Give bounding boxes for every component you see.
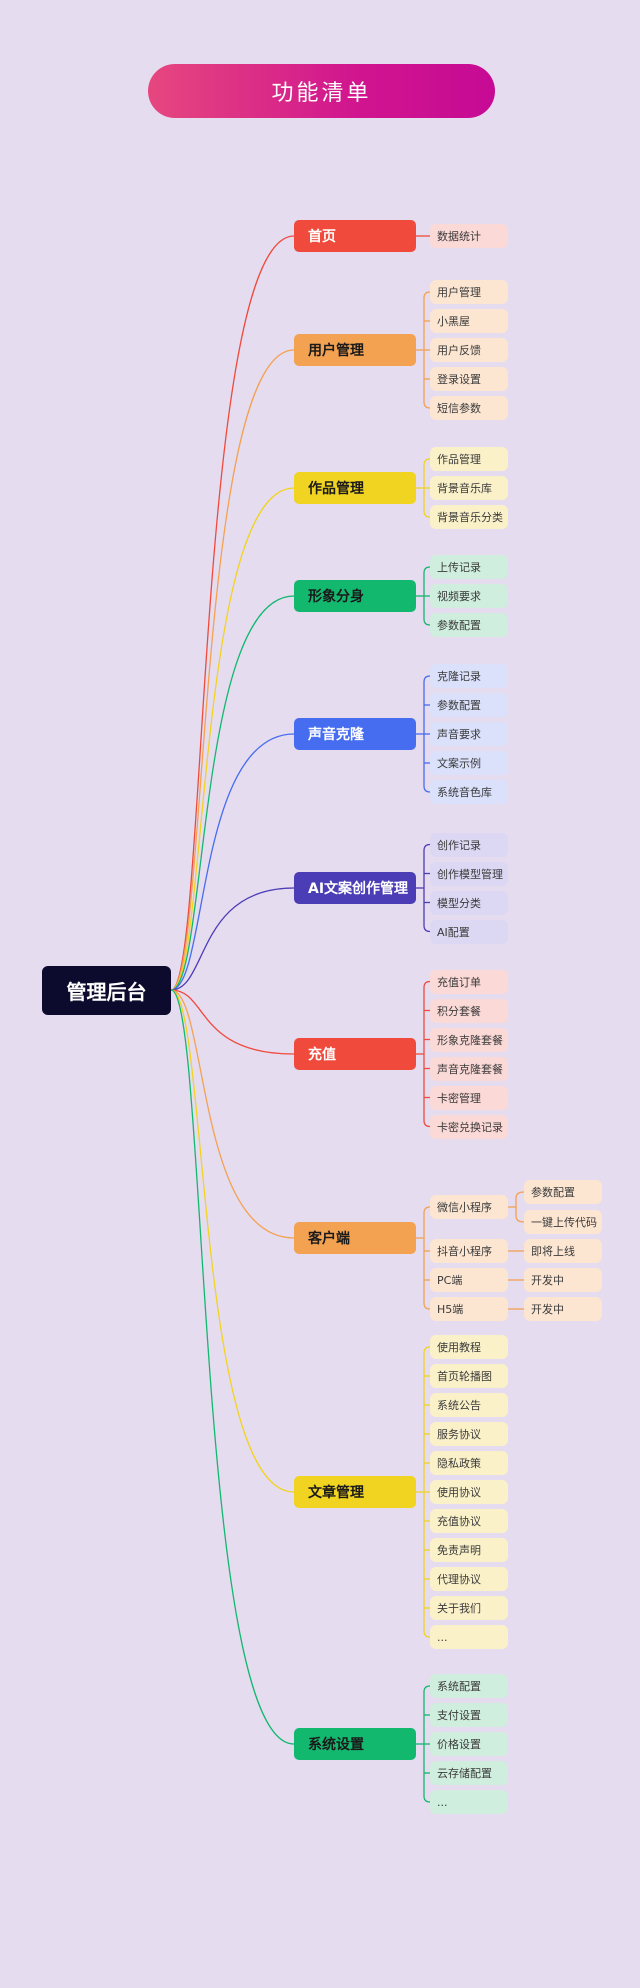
leaf-node: 使用协议 bbox=[430, 1480, 508, 1504]
child-node: 一键上传代码 bbox=[524, 1210, 602, 1234]
child-node: 开发中 bbox=[524, 1297, 602, 1321]
leaf-node: 免责声明 bbox=[430, 1538, 508, 1562]
edge-leaf-bracket bbox=[423, 980, 431, 1128]
leaf-node: H5端 bbox=[430, 1297, 508, 1321]
leaf-node: 克隆记录 bbox=[430, 664, 508, 688]
leaf-node: ... bbox=[430, 1790, 508, 1814]
leaf-node: 用户反馈 bbox=[430, 338, 508, 362]
edge-leaf-bracket bbox=[423, 1206, 431, 1310]
leaf-node: 登录设置 bbox=[430, 367, 508, 391]
edge-root-to-branch bbox=[170, 235, 295, 991]
leaf-node: 隐私政策 bbox=[430, 1451, 508, 1475]
page-title: 功能清单 bbox=[148, 64, 495, 118]
branch-node: 充值 bbox=[294, 1038, 416, 1070]
leaf-node: 背景音乐分类 bbox=[430, 505, 508, 529]
leaf-node: 首页轮播图 bbox=[430, 1364, 508, 1388]
branch-node: 文章管理 bbox=[294, 1476, 416, 1508]
leaf-node: 背景音乐库 bbox=[430, 476, 508, 500]
edge-root-to-branch bbox=[170, 989, 295, 1493]
leaf-node: 作品管理 bbox=[430, 447, 508, 471]
leaf-node: 用户管理 bbox=[430, 280, 508, 304]
leaf-node: 参数配置 bbox=[430, 693, 508, 717]
leaf-node: ... bbox=[430, 1625, 508, 1649]
leaf-node: 使用教程 bbox=[430, 1335, 508, 1359]
leaf-node: 参数配置 bbox=[430, 613, 508, 637]
leaf-node: 抖音小程序 bbox=[430, 1239, 508, 1263]
leaf-node: 创作记录 bbox=[430, 832, 508, 857]
edge-root-to-branch bbox=[170, 733, 295, 991]
leaf-node: 视频要求 bbox=[430, 584, 508, 608]
leaf-node: 创作模型管理 bbox=[430, 861, 508, 886]
leaf-node: 代理协议 bbox=[430, 1567, 508, 1591]
leaf-node: 卡密管理 bbox=[430, 1085, 508, 1110]
branch-node: 客户端 bbox=[294, 1222, 416, 1254]
branch-node: 声音克隆 bbox=[294, 718, 416, 750]
edge-root-to-branch bbox=[170, 989, 295, 1239]
leaf-node: 声音克隆套餐 bbox=[430, 1056, 508, 1081]
leaf-node: 系统音色库 bbox=[430, 780, 508, 804]
leaf-node: 卡密兑换记录 bbox=[430, 1114, 508, 1139]
leaf-node: 关于我们 bbox=[430, 1596, 508, 1620]
leaf-node: 系统公告 bbox=[430, 1393, 508, 1417]
leaf-node: 短信参数 bbox=[430, 396, 508, 420]
leaf-node: 形象克隆套餐 bbox=[430, 1027, 508, 1052]
leaf-node: 小黑屋 bbox=[430, 309, 508, 333]
child-node: 开发中 bbox=[524, 1268, 602, 1292]
edge-leaf-bracket bbox=[423, 843, 431, 933]
leaf-node: 充值订单 bbox=[430, 969, 508, 994]
leaf-node: 充值协议 bbox=[430, 1509, 508, 1533]
leaf-node: PC端 bbox=[430, 1268, 508, 1292]
child-node: 即将上线 bbox=[524, 1239, 602, 1263]
leaf-node: 上传记录 bbox=[430, 555, 508, 579]
edge-root-to-branch bbox=[170, 595, 295, 991]
leaf-node: 积分套餐 bbox=[430, 998, 508, 1023]
leaf-node: 云存储配置 bbox=[430, 1761, 508, 1785]
edge-root-to-branch bbox=[170, 487, 295, 991]
leaf-node: 价格设置 bbox=[430, 1732, 508, 1756]
edge-root-to-branch bbox=[170, 989, 295, 1745]
root-node: 管理后台 bbox=[42, 966, 171, 1015]
branch-node: 首页 bbox=[294, 220, 416, 252]
leaf-node: 文案示例 bbox=[430, 751, 508, 775]
leaf-node: 模型分类 bbox=[430, 890, 508, 915]
edge-root-to-branch bbox=[170, 349, 295, 991]
edge-child-bracket bbox=[515, 1191, 525, 1223]
branch-node: 作品管理 bbox=[294, 472, 416, 504]
leaf-node: 数据统计 bbox=[430, 224, 508, 248]
edge-root-to-branch bbox=[170, 887, 295, 991]
leaf-node: 支付设置 bbox=[430, 1703, 508, 1727]
branch-node: 用户管理 bbox=[294, 334, 416, 366]
edge-root-to-branch bbox=[170, 989, 295, 1055]
branch-node: 系统设置 bbox=[294, 1728, 416, 1760]
leaf-node: 系统配置 bbox=[430, 1674, 508, 1698]
branch-node: 形象分身 bbox=[294, 580, 416, 612]
leaf-node: 服务协议 bbox=[430, 1422, 508, 1446]
branch-node: AI文案创作管理 bbox=[294, 872, 416, 904]
child-node: 参数配置 bbox=[524, 1180, 602, 1204]
leaf-node: 声音要求 bbox=[430, 722, 508, 746]
leaf-node: 微信小程序 bbox=[430, 1195, 508, 1219]
leaf-node: AI配置 bbox=[430, 919, 508, 944]
